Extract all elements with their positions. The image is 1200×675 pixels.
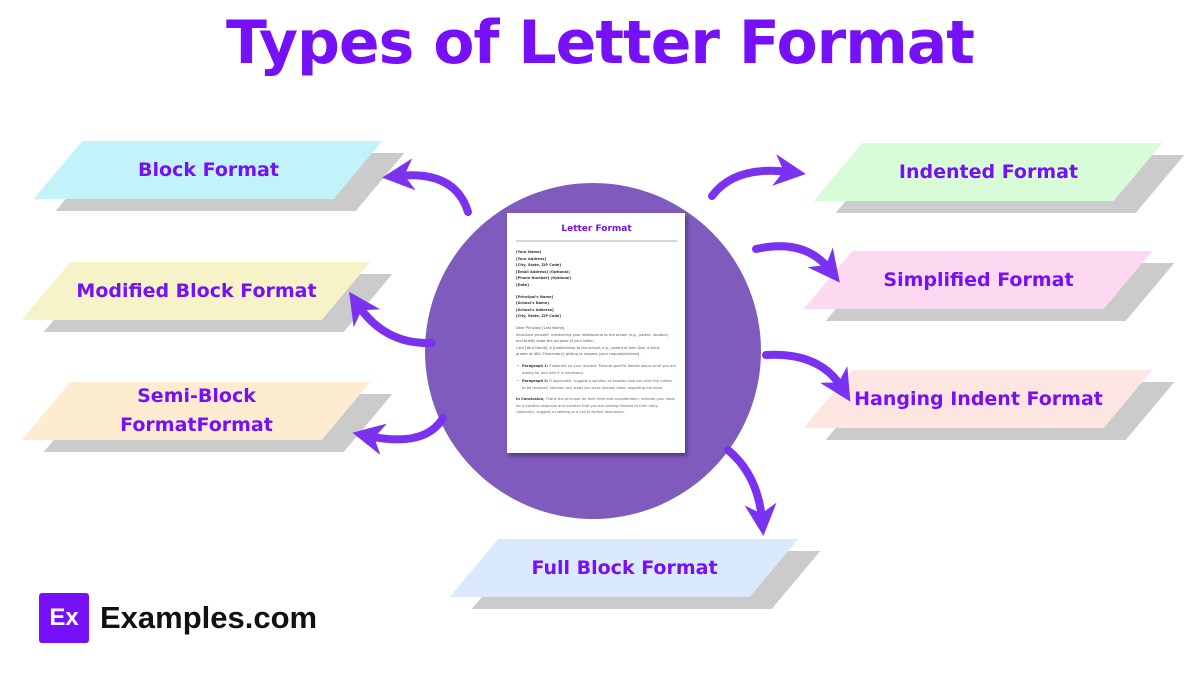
page-title: Types of Letter Format — [226, 8, 975, 78]
arrow-to-semi-block-icon — [352, 414, 447, 455]
intro-line: grader at ABC Elementary] writing to req… — [516, 352, 641, 357]
card-label: Block Format — [138, 158, 279, 181]
conclusion-text: Thank the principal for their time and c… — [516, 397, 675, 415]
arrow-to-simplified-icon — [752, 242, 840, 283]
letter-document-preview: Letter Format [Your Name] [Your Address]… — [507, 213, 685, 453]
card-label: Modified Block Format — [76, 279, 317, 302]
card-modified-block-format: Modified Block Format — [21, 262, 393, 332]
card-semi-block-format: Semi-Block FormatFormat — [21, 382, 393, 452]
brand-logo: Ex Examples.com — [39, 593, 317, 643]
arrow-to-modified-block-icon — [349, 291, 436, 348]
bullet-text: Elaborate on your request. Provide speci… — [522, 363, 676, 375]
intro-line: and briefly state the purpose of your le… — [516, 339, 594, 344]
card-label: Hanging Indent Format — [854, 387, 1103, 410]
sender-line: [Your Name] — [516, 250, 542, 254]
intro-line: Introduce yourself, mentioning your rela… — [516, 332, 669, 337]
arrow-to-block-format-icon — [382, 158, 472, 216]
card-label: Semi-Block FormatFormat — [120, 385, 273, 436]
sender-line: [Phone Number] (Optional) — [516, 276, 572, 281]
recipient-line: [City, State, ZIP Code] — [516, 314, 561, 319]
card-label: Simplified Format — [883, 268, 1074, 291]
card-hanging-indent-format: Hanging Indent Format — [803, 370, 1175, 440]
conclusion-label: In Conclusion, — [516, 397, 545, 402]
document-title: Letter Format — [516, 222, 677, 242]
card-label: Indented Format — [898, 160, 1079, 183]
card-block-format: Block Format — [33, 141, 405, 211]
bullet-text: If applicable, suggest a solution or exp… — [522, 379, 673, 390]
card-simplified-format: Simplified Format — [803, 251, 1175, 321]
card-indented-format: Indented Format — [813, 143, 1185, 213]
intro-line: I am [Your Name], a [relationship to the… — [516, 345, 661, 350]
arrow-to-hanging-indent-icon — [762, 350, 851, 402]
card-full-block-format: Full Block Format — [449, 539, 821, 609]
site-name: Examples.com — [100, 600, 318, 635]
recipient-line: [School's Name] — [516, 301, 549, 306]
recipient-line: [School's Address] — [516, 307, 554, 312]
arrow-to-indented-icon — [708, 154, 806, 200]
logo-mark: Ex — [39, 593, 89, 643]
sender-line: [Email Address] (Optional) — [516, 269, 570, 274]
sender-line: [City, State, ZIP Code] — [516, 263, 561, 268]
card-label: Full Block Format — [531, 556, 718, 579]
bullet-label: Paragraph 1: — [522, 363, 549, 368]
arrow-to-full-block-icon — [724, 446, 777, 536]
sender-line: [Date] — [516, 282, 529, 287]
bullet-label: Paragraph 2: — [522, 379, 549, 384]
paragraph-bullet: Paragraph 2: If applicable, suggest a so… — [516, 378, 677, 391]
paragraph-bullet: Paragraph 1: Elaborate on your request. … — [516, 363, 677, 376]
conclusion: In Conclusion, Thank the principal for t… — [516, 396, 677, 416]
recipient-line: [Principal's Name] — [516, 294, 554, 299]
sender-line: [Your Address] — [516, 256, 547, 261]
salutation: Dear Principal [Last Name], — [516, 325, 566, 330]
